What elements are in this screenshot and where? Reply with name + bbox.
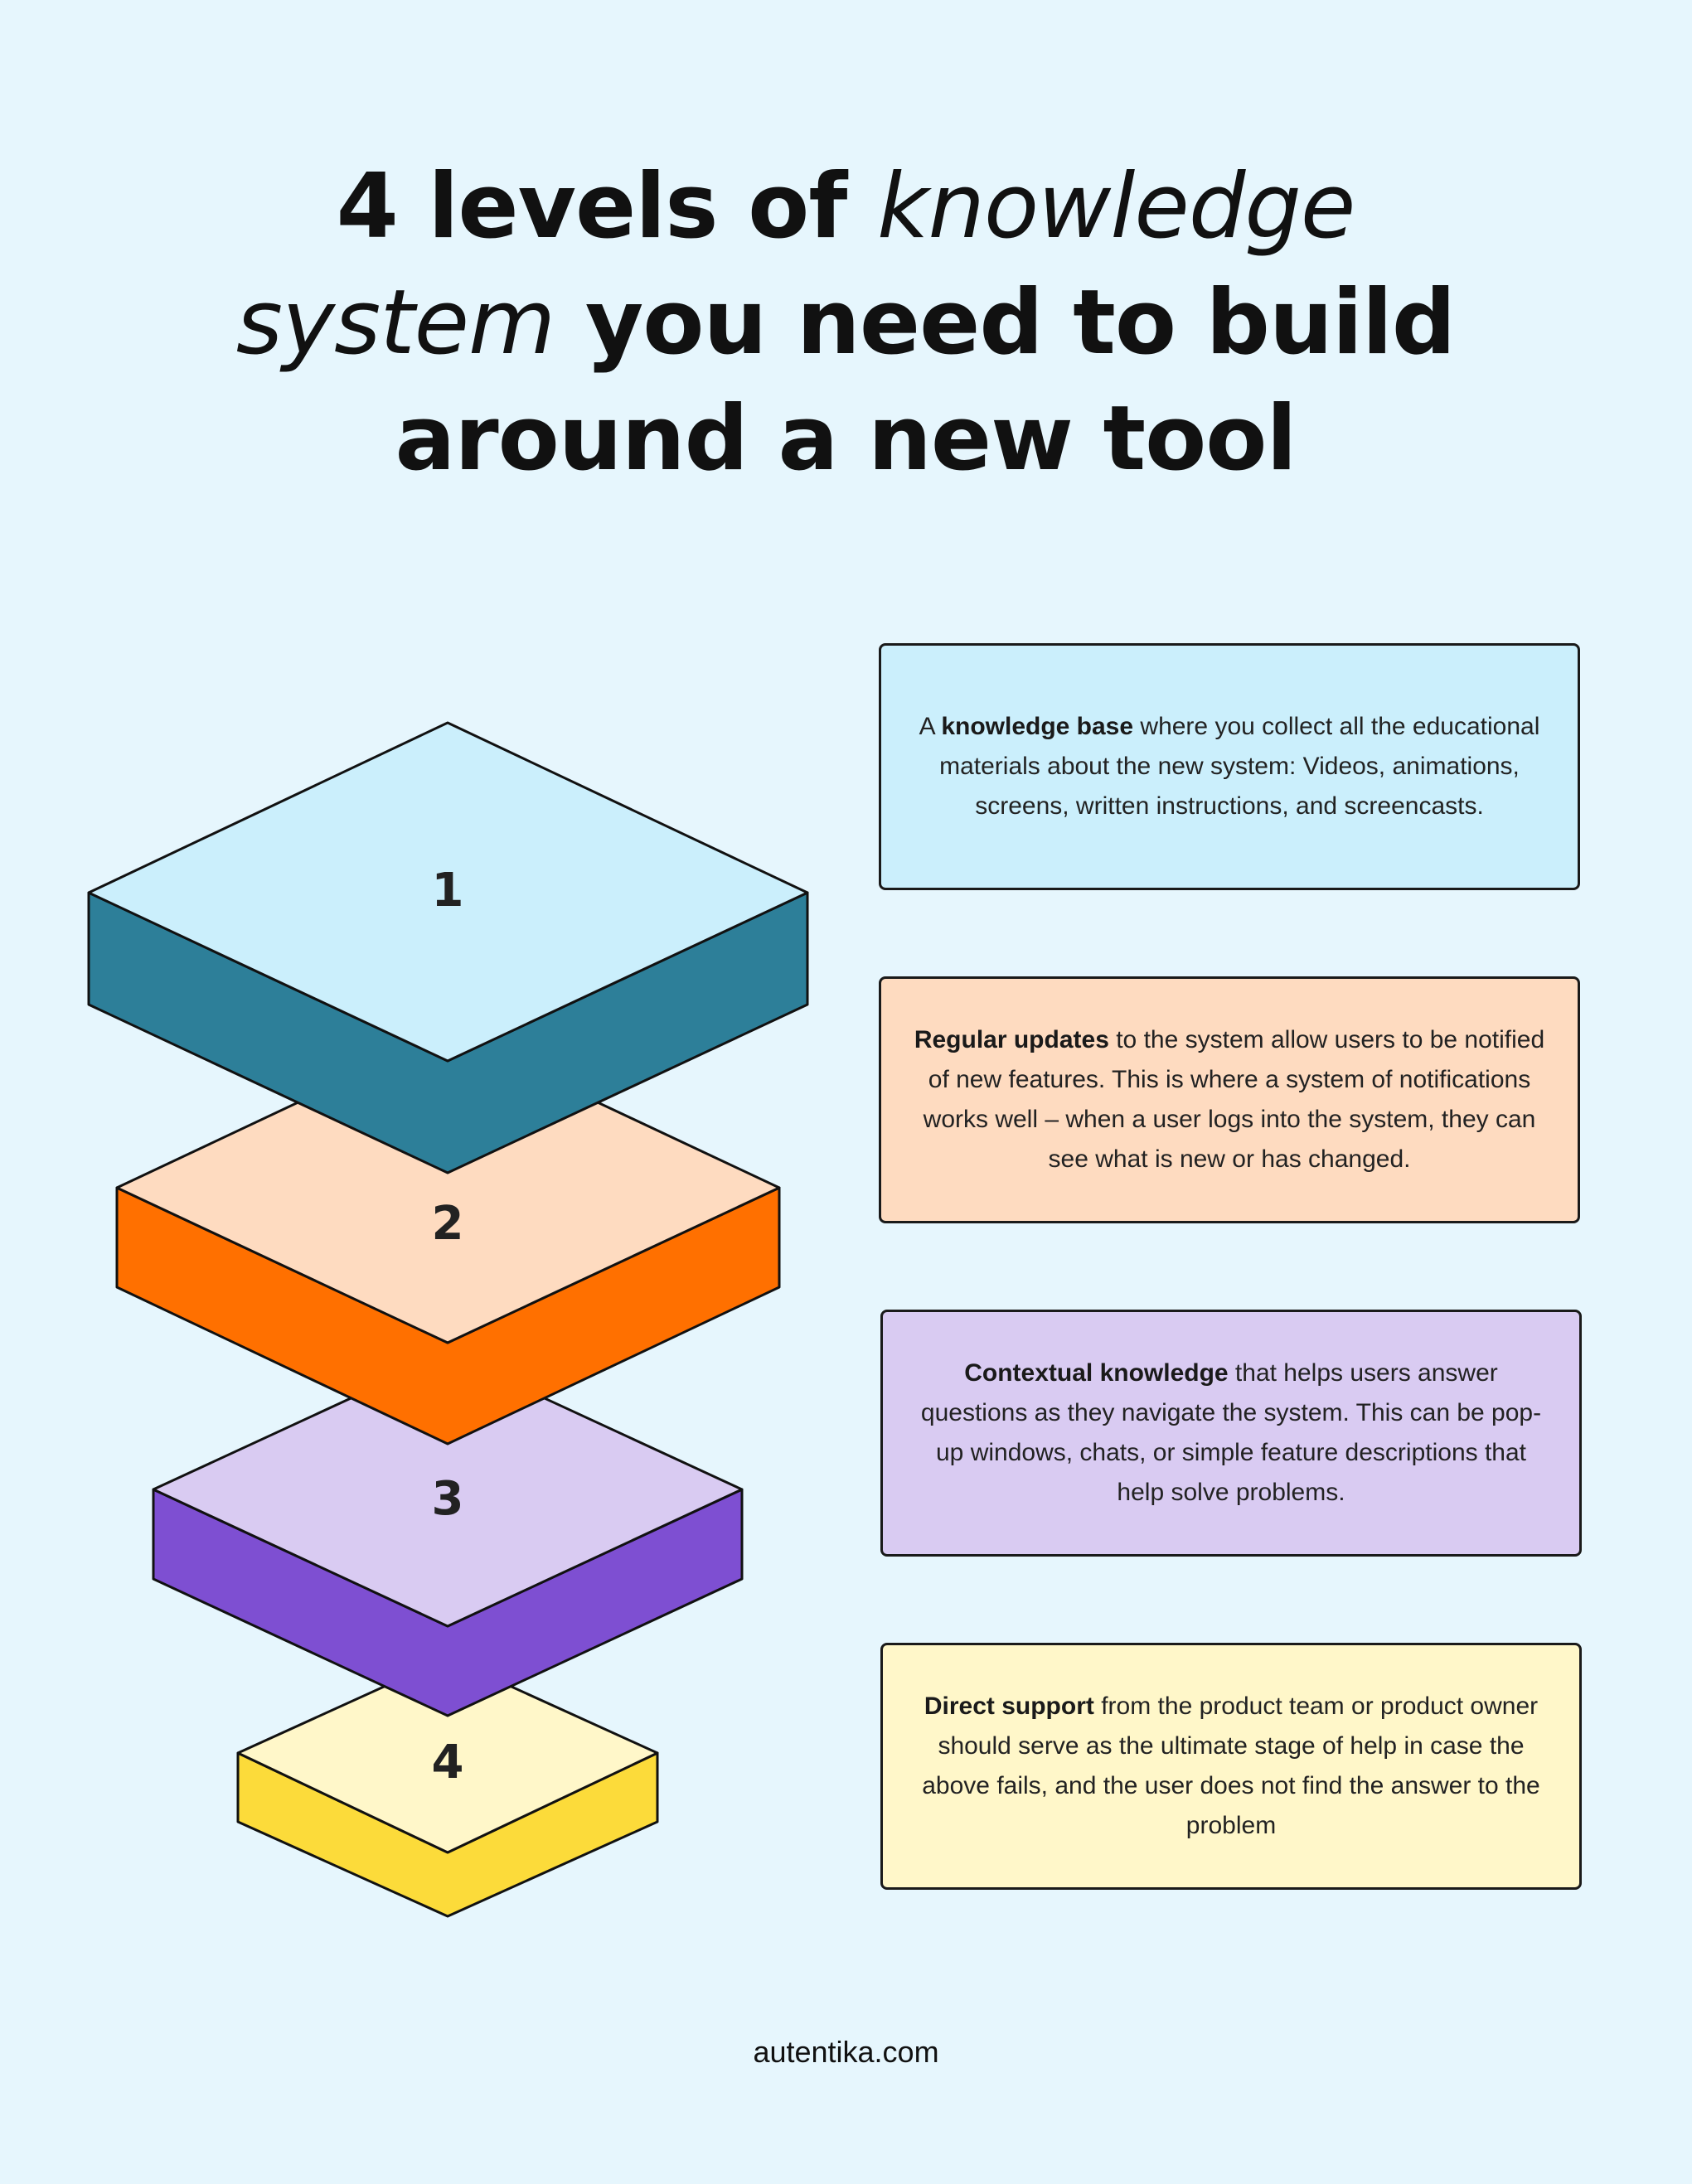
layer-4-top (236, 1656, 659, 1854)
level-4-text: from the product team or product owner s… (922, 1692, 1540, 1839)
level-3-bold-term: Contextual knowledge (964, 1359, 1229, 1387)
layer-3-top (152, 1352, 744, 1628)
layer-2-number: 2 (432, 1197, 464, 1251)
level-3-text: that helps users answer questions as the… (920, 1359, 1542, 1506)
layer-4-block: 4 (236, 1656, 659, 1918)
level-1-description-box: A knowledge base where you collect all t… (879, 643, 1580, 890)
level-3-description-box: Contextual knowledge that helps users an… (880, 1310, 1582, 1557)
title-line3-bold: around a new tool (395, 387, 1297, 491)
layer-1-top (87, 721, 809, 1063)
stacked-layers-diagram: 4 3 2 1 (87, 721, 809, 1918)
layer-3-number: 3 (432, 1472, 464, 1526)
title-line2-bold: you need to build (555, 271, 1456, 375)
level-4-description-box: Direct support from the product team or … (880, 1643, 1582, 1890)
level-1-prefix: A (919, 713, 942, 740)
level-2-bold-term: Regular updates (914, 1026, 1109, 1053)
level-4-bold-term: Direct support (924, 1692, 1094, 1720)
layer-2-top (115, 1030, 781, 1344)
title-line1-bold: 4 levels of (336, 155, 877, 259)
layer-1-block: 1 (87, 721, 809, 1174)
level-2-description-box: Regular updates to the system allow user… (879, 976, 1580, 1223)
layer-1-number: 1 (432, 864, 464, 918)
level-2-text: to the system allow users to be notified… (923, 1026, 1545, 1173)
page-title: 4 levels of knowledge system you need to… (182, 149, 1509, 497)
level-1-text: where you collect all the educational ma… (939, 713, 1540, 820)
layer-3-block: 3 (152, 1352, 744, 1717)
footer-site-url: autentika.com (753, 2035, 939, 2069)
layer-4-number: 4 (432, 1736, 464, 1789)
level-1-bold-term: knowledge base (941, 713, 1134, 740)
title-line2-italic: system (235, 271, 555, 375)
layer-2-block: 2 (115, 1030, 781, 1446)
title-line1-italic: knowledge (876, 155, 1355, 259)
